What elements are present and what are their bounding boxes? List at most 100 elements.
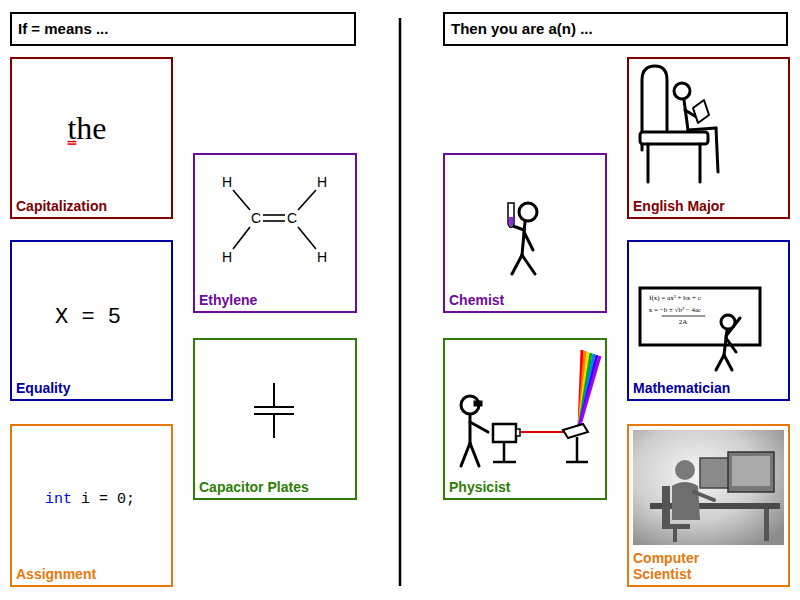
ethylene-bonds <box>233 190 316 249</box>
physicist-figure <box>461 396 488 466</box>
computer-scientist-photo <box>728 452 774 492</box>
computer-scientist-photo <box>672 482 700 520</box>
prism-slab <box>563 424 588 438</box>
reader-figure <box>674 83 690 99</box>
chemist-figure <box>522 255 535 274</box>
ethylene-bonds <box>298 227 316 249</box>
ethylene-bonds <box>263 214 285 216</box>
mathematician-figure <box>662 316 705 317</box>
mathematician-figure <box>716 355 724 370</box>
capacitor-symbol <box>273 414 275 438</box>
chemist-figure <box>519 203 537 221</box>
math-expression: X = 5 <box>55 305 121 330</box>
atom-symbol: H <box>222 174 232 190</box>
chemist-figure <box>509 217 513 227</box>
profession-panel: English Major <box>627 57 790 219</box>
physicist-figure <box>474 401 482 406</box>
ethylene-bonds <box>298 190 316 210</box>
computer-scientist-photo <box>662 524 690 529</box>
panel-label: Assignment <box>16 566 96 582</box>
example-word: the <box>67 110 106 147</box>
atom-symbol: H <box>222 249 232 265</box>
physicist-figure <box>461 443 470 466</box>
laser-apparatus <box>493 461 516 464</box>
chemist-figure <box>508 203 537 274</box>
reader-figure <box>699 144 702 182</box>
panel-label: Mathematician <box>633 380 730 396</box>
panel-label: Chemist <box>449 292 504 308</box>
computer-scientist-photo <box>633 430 784 545</box>
atom-symbol: C <box>251 210 261 226</box>
rainbow-spectrum <box>579 356 600 428</box>
laser-apparatus <box>493 424 588 462</box>
panel-label: Equality <box>16 380 70 396</box>
laser-apparatus <box>566 461 588 464</box>
computer-scientist-photo <box>732 456 770 486</box>
ethylene-bonds <box>263 220 285 222</box>
reader-figure <box>647 144 650 182</box>
code-rest: i = 0; <box>72 491 135 508</box>
computer-scientist-photo <box>673 529 677 542</box>
header-text: Then you are a(n) ... <box>451 20 593 37</box>
reader-figure <box>688 128 716 130</box>
atom-symbol: C <box>287 210 297 226</box>
meaning-panel: theCapitalization <box>10 57 173 219</box>
computer-scientist-photo <box>675 460 695 480</box>
formula-text: 2A <box>679 318 688 326</box>
atom-symbol: H <box>317 174 327 190</box>
panel-label: Physicist <box>449 479 510 495</box>
ethylene-bonds <box>233 227 250 249</box>
divider-line <box>399 18 402 586</box>
reader-figure <box>640 132 708 144</box>
laser-apparatus <box>503 442 506 462</box>
reader-figure <box>640 66 718 182</box>
capacitor-symbol <box>273 383 275 407</box>
header-box: Then you are a(n) ... <box>443 12 788 46</box>
physicist-figure <box>469 414 472 443</box>
computer-scientist-photo <box>694 492 714 500</box>
meaning-panel: X = 5 Equality <box>10 240 173 401</box>
formula-text: f(x) = ax² + bx + c <box>649 294 701 302</box>
laser-apparatus <box>576 437 579 462</box>
chemist-figure <box>524 232 533 250</box>
profession-panel: f(x) = ax² + bx + c x = −b ± √b² − 4ac 2A M… <box>627 240 790 401</box>
capacitor-symbol <box>254 383 294 438</box>
physicist-figure <box>470 443 479 466</box>
panel-label: Capacitor Plates <box>199 479 309 495</box>
mathematician-figure <box>640 288 760 345</box>
header-box: If = means ... <box>10 12 356 46</box>
computer-scientist-photo <box>633 430 784 545</box>
code-keyword: int <box>45 491 72 508</box>
formula-text: x = −b ± √b² − 4ac <box>649 306 701 314</box>
panel-label: Capitalization <box>16 198 107 214</box>
computer-scientist-photo <box>764 509 769 541</box>
mathematician-figure <box>640 288 760 370</box>
rainbow-spectrum <box>579 350 600 428</box>
laser-apparatus <box>493 424 516 442</box>
meaning-panel: int i = 0; Assignment <box>10 424 173 587</box>
meaning-panel: Capacitor Plates <box>193 338 357 500</box>
mathematician-figure <box>726 338 736 352</box>
code-line: int i = 0; <box>45 491 135 508</box>
mathematician-figure <box>721 315 735 329</box>
profession-panel: Chemist <box>443 153 607 313</box>
chemist-figure <box>513 226 524 230</box>
ethylene-bonds <box>233 190 250 210</box>
chemist-figure <box>512 255 522 274</box>
chemist-figure <box>522 222 525 255</box>
prism-slab <box>563 424 588 438</box>
reader-figure <box>684 100 688 130</box>
reader-figure <box>716 128 718 172</box>
panel-label: English Major <box>633 198 725 214</box>
atom-symbol: H <box>317 249 327 265</box>
profession-panel: Physicist <box>443 338 607 500</box>
chemist-figure <box>508 203 514 228</box>
profession-panel: Computer Scientist <box>627 424 790 587</box>
laser-apparatus <box>516 429 520 436</box>
laser-apparatus <box>521 431 566 433</box>
capacitor-symbol <box>254 406 294 408</box>
physicist-figure <box>470 422 488 432</box>
panel-label: Computer Scientist <box>633 550 729 582</box>
